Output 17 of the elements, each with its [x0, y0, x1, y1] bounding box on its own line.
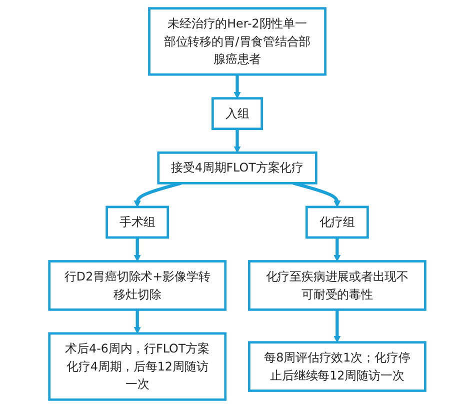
node-box: 行D2胃癌切除术+影像学转移灶切除 — [48, 260, 226, 311]
node-box: 每8周评估疗效1次；化疗停止后继续每12周随访一次 — [248, 341, 426, 392]
node-box: 未经治疗的Her-2阴性单一部位转移的胃/胃食管结合部腺癌患者 — [148, 7, 326, 76]
arrow — [234, 128, 240, 153]
arrow — [234, 74, 240, 99]
arrow — [134, 182, 182, 208]
arrow — [292, 182, 340, 208]
node-box: 接受4周期FLOT方案化疗 — [156, 151, 318, 184]
arrow — [134, 310, 141, 334]
arrow — [333, 310, 340, 343]
node-box: 化疗至疾病进展或者出现不可耐受的毒性 — [248, 260, 426, 311]
arrow — [333, 238, 340, 262]
node-box: 手术组 — [105, 206, 169, 239]
node-box: 术后4-6周内，行FLOT方案化疗4周期，后每12周随访一次 — [48, 332, 226, 401]
node-box: 化疗组 — [305, 206, 369, 239]
node-box: 入组 — [211, 97, 263, 130]
arrow — [134, 238, 141, 262]
